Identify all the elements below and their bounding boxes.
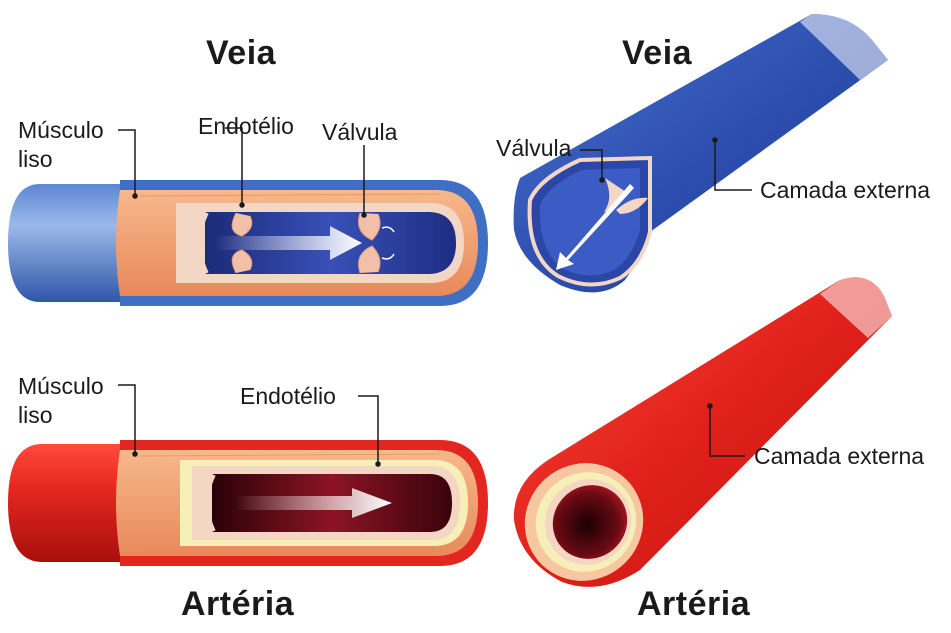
artery-3d-title: Artéria <box>637 585 750 624</box>
vein-endothelium-label: Endotélio <box>198 112 294 141</box>
vein-valve-label: Válvula <box>322 118 397 147</box>
vein-smooth-muscle-label-line1: Músculo <box>18 116 104 145</box>
artery-3d-outer-layer-label: Camada externa <box>754 442 924 471</box>
artery-section-title: Artéria <box>181 585 294 624</box>
vein-section-title: Veia <box>206 34 276 73</box>
artery-endothelium-label: Endotélio <box>240 382 336 411</box>
vein-3d-outer-layer-label: Camada externa <box>760 176 930 205</box>
artery-section <box>8 440 488 566</box>
vein-smooth-muscle-label-line2: liso <box>18 145 53 174</box>
artery-smooth-muscle-label-line2: liso <box>18 401 53 430</box>
artery-smooth-muscle-label-line1: Músculo <box>18 372 104 401</box>
vein-section <box>8 180 488 306</box>
vein-3d-valve-label: Válvula <box>496 134 571 163</box>
vein-3d-title: Veia <box>622 34 692 73</box>
